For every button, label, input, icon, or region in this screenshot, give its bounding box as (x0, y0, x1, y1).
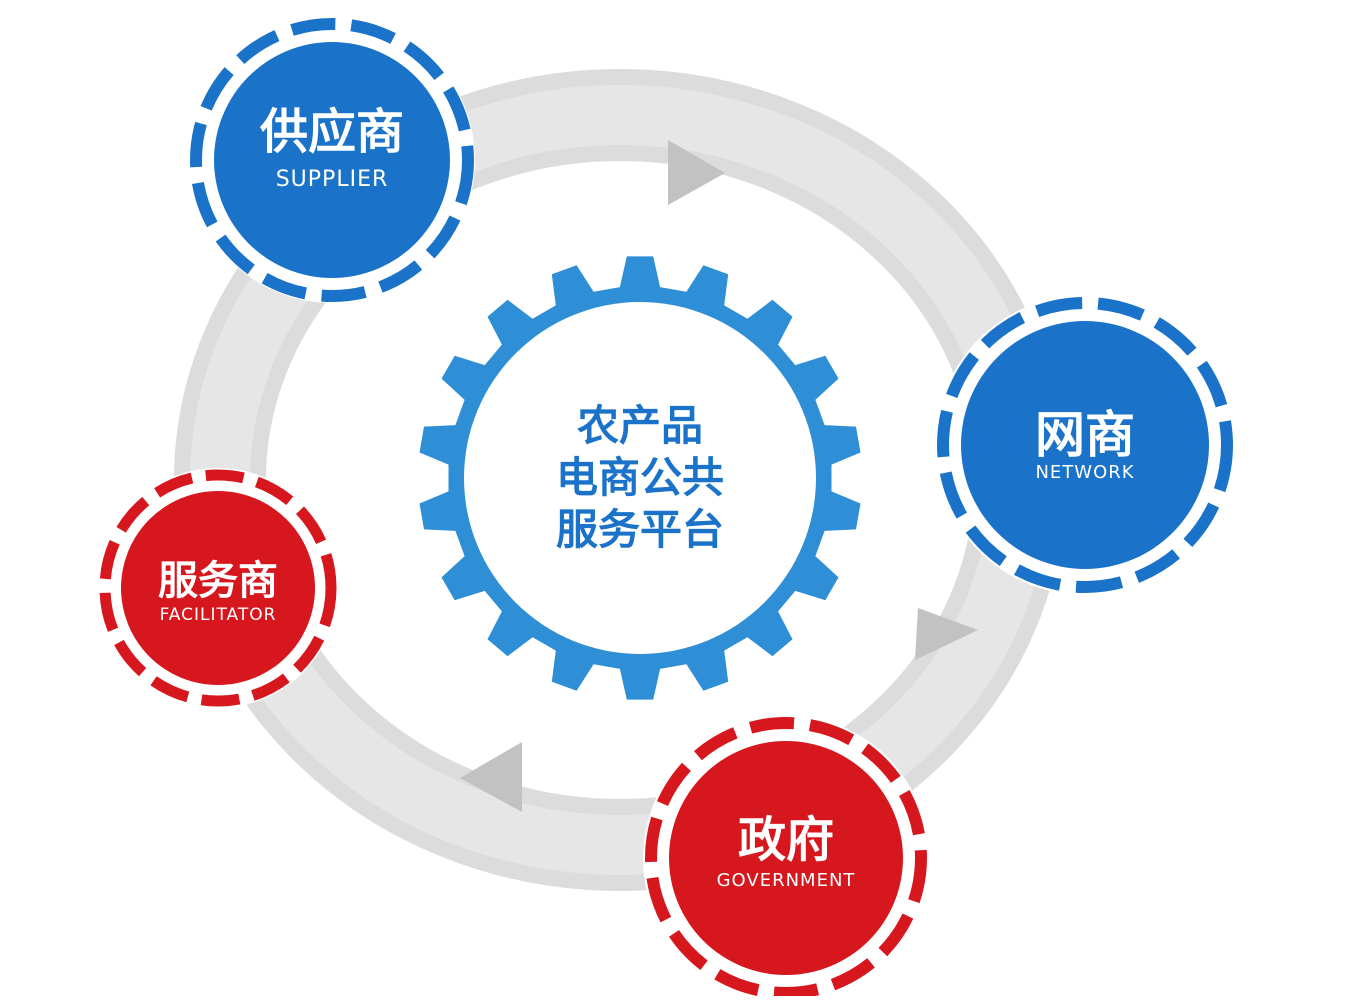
node-supplier: 供应商 SUPPLIER (189, 17, 475, 303)
node-supplier-en: SUPPLIER (276, 167, 389, 192)
center-title-line-3: 服务平台 (556, 505, 724, 554)
node-network-en: NETWORK (1035, 462, 1134, 483)
center-gear: 农产品 电商公共 服务平台 (419, 256, 861, 700)
node-network-zh: 网商 (1035, 406, 1135, 464)
node-facilitator-en: FACILITATOR (160, 605, 277, 625)
center-title-line-1: 农产品 (577, 401, 703, 450)
node-supplier-zh: 供应商 (260, 104, 404, 160)
node-network: 网商 NETWORK (935, 295, 1235, 595)
node-facilitator-zh: 服务商 (158, 558, 278, 604)
arrow-icon (668, 140, 725, 205)
flow-arrows (460, 140, 978, 812)
arrow-icon (915, 608, 978, 660)
node-government-zh: 政府 (738, 812, 834, 868)
node-government: 政府 GOVERNMENT (643, 715, 929, 1000)
node-facilitator: 服务商 FACILITATOR (98, 468, 338, 708)
arrow-icon (460, 742, 522, 812)
node-government-en: GOVERNMENT (717, 870, 856, 891)
center-title-line-2: 电商公共 (556, 453, 724, 502)
